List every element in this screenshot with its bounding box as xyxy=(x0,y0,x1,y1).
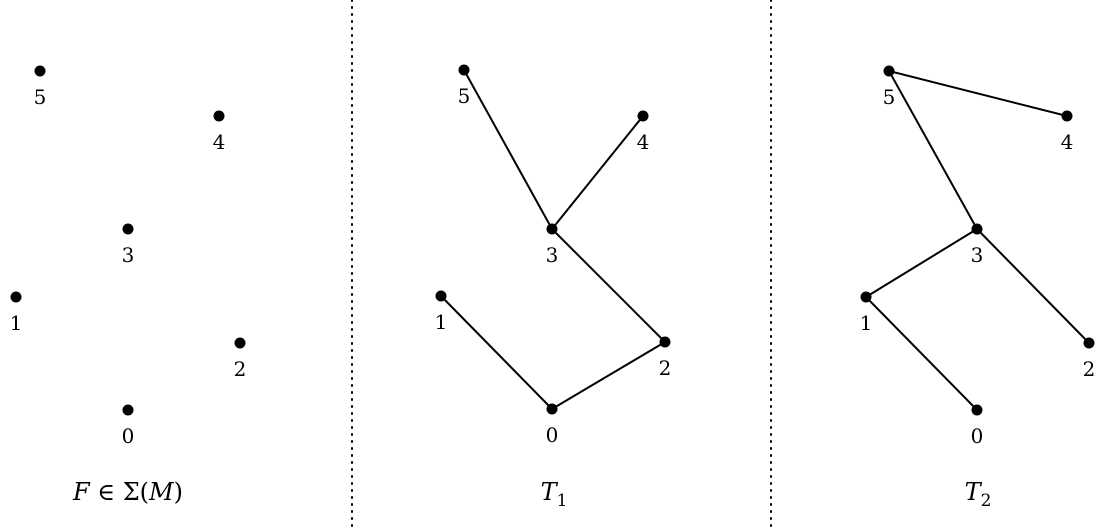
edge-3-2 xyxy=(976,228,1090,344)
vertex-5 xyxy=(458,64,470,76)
panel-caption: T2 xyxy=(965,478,992,511)
edge-3-2 xyxy=(551,228,666,343)
vertex-3 xyxy=(971,223,983,235)
vertex-label-5: 5 xyxy=(458,84,471,108)
edge-1-0 xyxy=(440,295,553,410)
vertex-label-1: 1 xyxy=(435,310,448,334)
vertex-label-2: 2 xyxy=(234,357,247,381)
vertex-label-3: 3 xyxy=(971,243,984,267)
vertex-0 xyxy=(122,404,134,416)
vertex-3 xyxy=(122,223,134,235)
panel-tree-1: 5 4 3 1 2 0T1 xyxy=(435,64,672,511)
vertex-4 xyxy=(213,110,225,122)
edge-2-0 xyxy=(551,341,666,410)
vertex-4 xyxy=(637,110,649,122)
vertex-label-3: 3 xyxy=(546,243,559,267)
edge-1-0 xyxy=(865,296,978,411)
vertex-label-1: 1 xyxy=(860,311,873,335)
panel-tree-2: 5 4 3 1 2 0T2 xyxy=(860,65,1096,511)
vertex-3 xyxy=(546,223,558,235)
vertex-label-5: 5 xyxy=(34,85,47,109)
vertex-1 xyxy=(435,290,447,302)
vertex-label-3: 3 xyxy=(122,243,135,267)
panel-forest: 5 4 3 1 2 0 F ∈ Σ(M) xyxy=(10,65,247,506)
vertex-label-4: 4 xyxy=(1061,130,1074,154)
vertex-label-0: 0 xyxy=(546,423,559,447)
vertex-4 xyxy=(1061,110,1073,122)
vertex-2 xyxy=(234,337,246,349)
vertex-label-4: 4 xyxy=(637,130,650,154)
vertex-5 xyxy=(883,65,895,77)
vertex-label-2: 2 xyxy=(659,356,672,380)
vertex-0 xyxy=(546,403,558,415)
vertex-label-4: 4 xyxy=(213,130,226,154)
edge-5-4 xyxy=(888,70,1068,117)
vertex-0 xyxy=(971,404,983,416)
vertex-1 xyxy=(860,291,872,303)
vertex-label-1: 1 xyxy=(10,311,23,335)
vertex-5 xyxy=(34,65,46,77)
edge-5-3 xyxy=(888,70,978,230)
vertex-2 xyxy=(1083,337,1095,349)
vertex-2 xyxy=(659,336,671,348)
panel-caption: T1 xyxy=(541,478,568,511)
vertex-label-0: 0 xyxy=(971,424,984,448)
edge-3-1 xyxy=(865,228,978,298)
vertex-label-2: 2 xyxy=(1083,357,1096,381)
vertex-1 xyxy=(10,291,22,303)
edge-5-3 xyxy=(463,69,553,230)
panel-caption: F ∈ Σ(M) xyxy=(72,478,183,506)
vertex-label-5: 5 xyxy=(883,85,896,109)
edge-4-3 xyxy=(551,115,644,230)
vertex-label-0: 0 xyxy=(122,424,135,448)
